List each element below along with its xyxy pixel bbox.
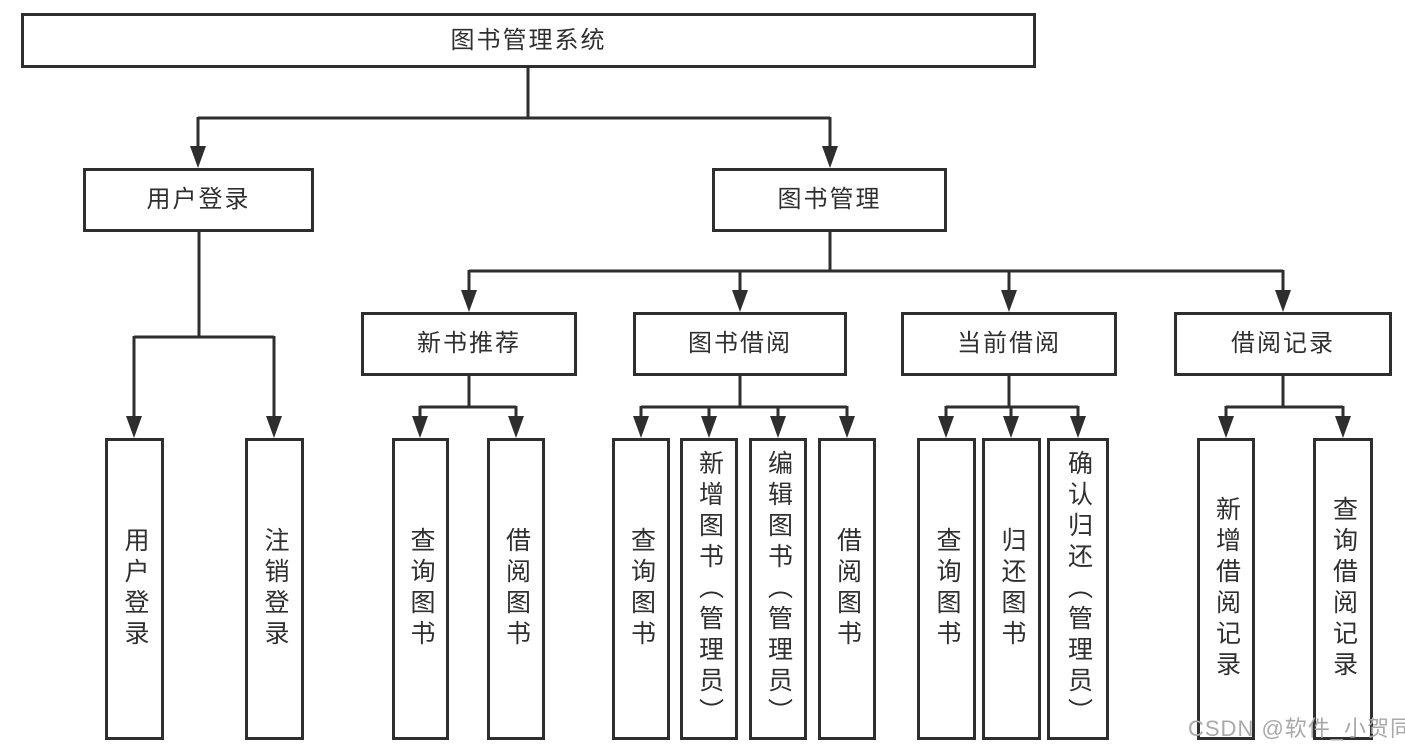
- connector-book-management-sections: [461, 232, 1291, 312]
- node-query-books-borrow: 查询图书: [612, 438, 670, 740]
- arrowhead: [1070, 416, 1086, 438]
- node-confirm-return-admin: 确认归还（管理员）: [1047, 438, 1109, 740]
- arrowhead: [190, 146, 206, 168]
- node-library-system: 图书管理系统: [21, 13, 1036, 68]
- connector-user-login-children: [126, 232, 282, 438]
- node-new-book-recommend: 新书推荐: [361, 312, 577, 376]
- arrowhead: [732, 290, 748, 312]
- connector-new-book-children: [412, 376, 524, 438]
- arrowhead: [266, 416, 282, 438]
- node-return-books: 归还图书: [982, 438, 1041, 740]
- arrowhead: [822, 146, 838, 168]
- csdn-watermark: CSDN @软件_小贺同学: [1188, 716, 1405, 741]
- arrowhead: [126, 416, 142, 438]
- arrowhead: [633, 416, 649, 438]
- node-edit-books-admin: 编辑图书（管理员）: [749, 438, 807, 740]
- arrowhead: [1275, 290, 1291, 312]
- arrowhead: [461, 290, 477, 312]
- node-add-books-admin: 新增图书（管理员）: [680, 438, 738, 740]
- connector-current-borrow-children: [938, 376, 1086, 438]
- node-borrow-books-recommend: 借阅图书: [487, 438, 545, 740]
- node-add-borrow-record: 新增借阅记录: [1197, 438, 1255, 740]
- connector-book-borrow-children: [633, 376, 855, 438]
- arrowhead: [1001, 290, 1017, 312]
- node-borrowing-records: 借阅记录: [1174, 312, 1392, 376]
- connector-borrow-record-children: [1218, 376, 1351, 438]
- arrowhead: [701, 416, 717, 438]
- arrowhead: [412, 416, 428, 438]
- node-borrow-books: 借阅图书: [818, 438, 876, 740]
- connector-root-to-branches: [190, 68, 838, 168]
- node-current-borrowing: 当前借阅: [901, 312, 1117, 376]
- arrowhead: [770, 416, 786, 438]
- node-user-login: 用户登录: [105, 438, 164, 740]
- node-query-books-recommend: 查询图书: [392, 438, 449, 740]
- node-query-books-current: 查询图书: [917, 438, 976, 740]
- arrowhead: [1003, 416, 1019, 438]
- node-user-login-branch: 用户登录: [83, 168, 314, 232]
- node-logout: 注销登录: [245, 438, 304, 740]
- node-query-borrow-record: 查询借阅记录: [1313, 438, 1373, 740]
- arrowhead: [508, 416, 524, 438]
- arrowhead: [1335, 416, 1351, 438]
- arrowhead: [839, 416, 855, 438]
- arrowhead: [938, 416, 954, 438]
- arrowhead: [1218, 416, 1234, 438]
- node-book-management: 图书管理: [712, 168, 947, 232]
- node-book-borrowing: 图书借阅: [633, 312, 847, 376]
